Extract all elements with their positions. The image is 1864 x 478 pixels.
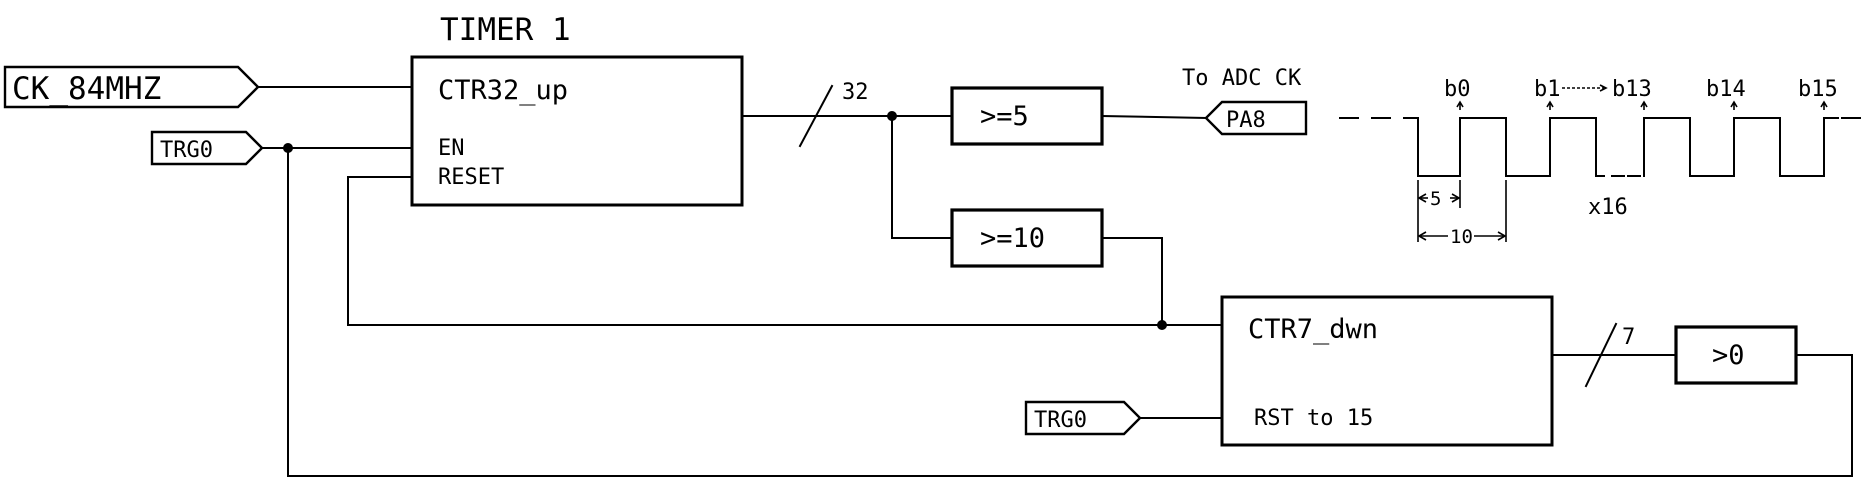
comparator-ge10: >=10 <box>950 208 1104 268</box>
ctr32-name: CTR32_up <box>438 75 568 106</box>
junction-reset <box>1157 320 1167 330</box>
wave-pulses-start <box>1403 117 1605 177</box>
comparator-gt0-label: >0 <box>1712 340 1745 371</box>
ctr32-up-block: CTR32_up EN RESET <box>410 55 744 207</box>
wire-ge5-pa8 <box>1100 114 1208 120</box>
wire-reset-loop <box>347 176 1223 326</box>
port-trg0-bottom-shape <box>1024 400 1142 436</box>
ctr7-name: CTR7_dwn <box>1248 314 1378 345</box>
port-trg0-bottom: TRG0 <box>1024 400 1142 436</box>
port-pa8-label: PA8 <box>1226 108 1266 133</box>
comparator-ge5: >=5 <box>950 86 1104 146</box>
bus32-width-label: 32 <box>842 80 869 105</box>
port-ck-84mhz-shape <box>3 65 260 109</box>
port-trg0-top-label: TRG0 <box>160 138 213 163</box>
timer-title: TIMER 1 <box>440 12 571 48</box>
wave-bit-0-arrow <box>1456 100 1464 110</box>
ctr32-box <box>410 55 744 207</box>
dim-5-label: 5 <box>1430 188 1441 210</box>
adc-clock-waveform: b0 b1 b13 b14 b15 5 10 x16 <box>1339 77 1861 248</box>
wave-bit-1: b1 <box>1534 77 1561 102</box>
bus7-slash <box>1584 322 1618 388</box>
bus32-slash <box>798 84 834 148</box>
wave-repeat-label: x16 <box>1588 195 1628 220</box>
port-trg0-top-shape <box>150 130 264 166</box>
port-trg0-bottom-label: TRG0 <box>1034 408 1087 433</box>
wave-bit-15: b15 <box>1798 77 1838 102</box>
dim-10-label: 10 <box>1450 226 1473 248</box>
ctr7-pin-rst: RST to 15 <box>1254 406 1373 431</box>
comparator-ge10-label: >=10 <box>980 223 1045 254</box>
ctr7-box <box>1220 295 1554 447</box>
wave-bit-15-arrow <box>1820 100 1828 110</box>
wave-bit-14-arrow <box>1730 100 1738 110</box>
port-pa8: PA8 <box>1204 100 1308 136</box>
wave-bit-0: b0 <box>1444 77 1471 102</box>
comparator-ge5-box <box>950 86 1104 146</box>
comparator-gt0: >0 <box>1674 325 1798 385</box>
port-ck-84mhz-label: CK_84MHZ <box>12 71 161 107</box>
wire-bus32-branch <box>891 115 953 239</box>
adc-clock-label: To ADC CK <box>1182 66 1302 91</box>
wave-bit-13: b13 <box>1612 77 1652 102</box>
wire-ge10-ctr7 <box>1101 237 1163 326</box>
junction-trg0 <box>283 143 293 153</box>
wave-bit-range-arrowhead <box>1599 84 1608 92</box>
junction-bus32 <box>887 111 897 121</box>
dim-10-arrows <box>1417 231 1507 241</box>
port-ck-84mhz: CK_84MHZ <box>3 65 260 109</box>
wave-bit-1-arrow <box>1546 100 1554 110</box>
bus7-width-label: 7 <box>1622 325 1635 350</box>
ctr32-pin-en: EN <box>438 136 465 161</box>
port-pa8-shape <box>1204 100 1308 136</box>
port-trg0-top: TRG0 <box>150 130 264 166</box>
dim-5-arrows <box>1417 193 1461 203</box>
comparator-gt0-box <box>1674 325 1798 385</box>
ctr7-dwn-block: CTR7_dwn RST to 15 <box>1220 295 1554 447</box>
wave-pulses-end <box>1643 117 1839 177</box>
wire-enable-loop <box>287 147 1853 477</box>
ctr32-pin-reset: RESET <box>438 165 504 190</box>
wave-bit-14: b14 <box>1706 77 1746 102</box>
comparator-ge5-label: >=5 <box>980 101 1029 132</box>
wave-bit-13-arrow <box>1640 100 1648 110</box>
